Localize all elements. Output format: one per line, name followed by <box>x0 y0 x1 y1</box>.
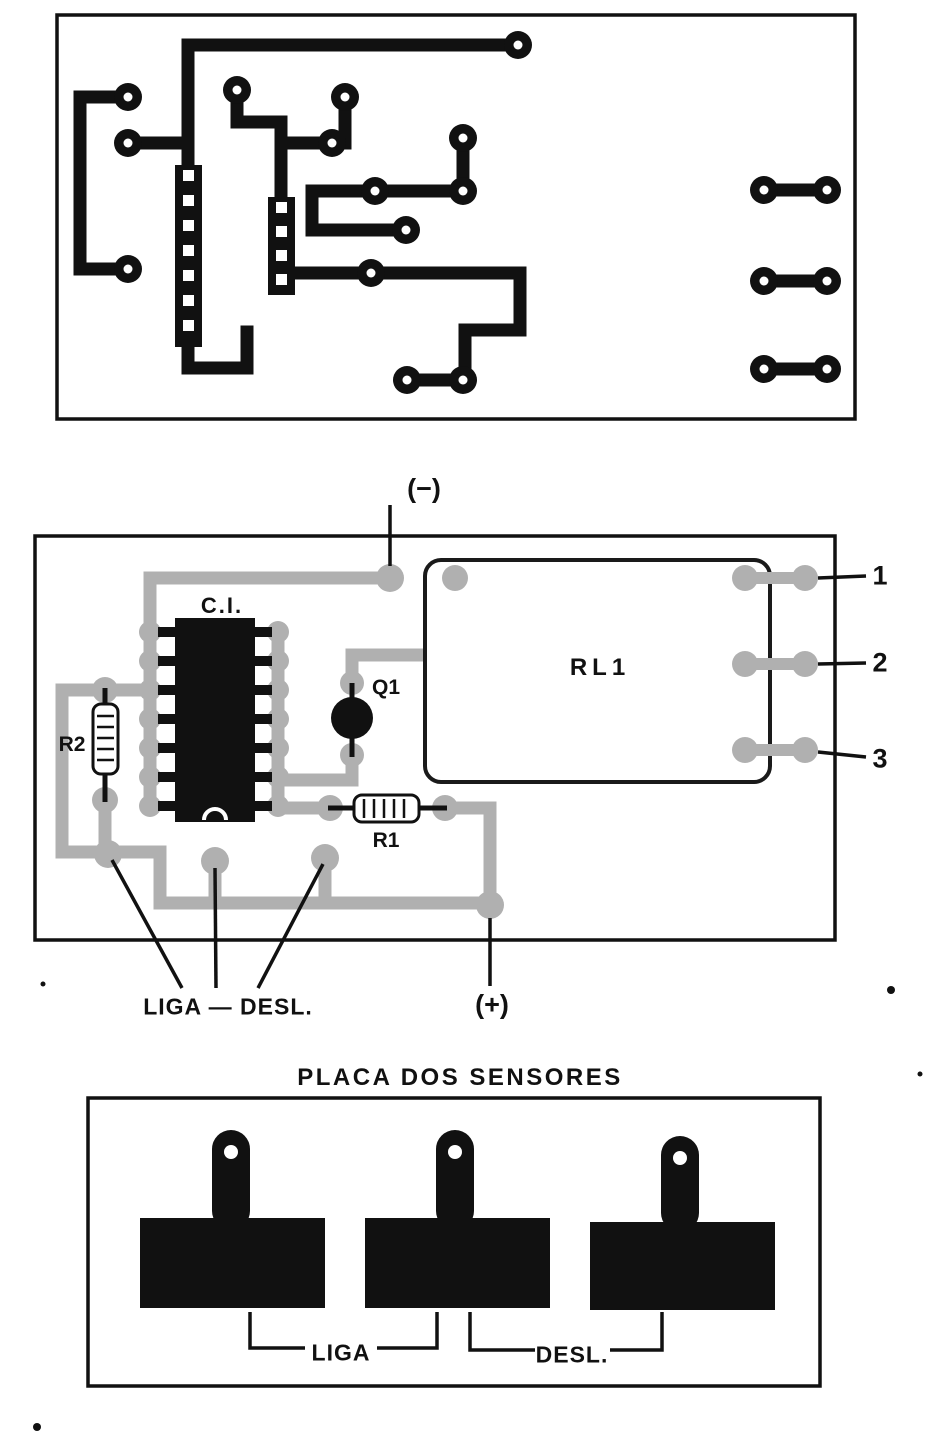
liga-desl-leader-line-2 <box>213 867 218 989</box>
q1-label: Q1 <box>371 676 401 699</box>
r2-label: R2 <box>58 733 86 756</box>
ic-pad-bar-left <box>175 165 202 347</box>
terminal-2-leader-line <box>817 661 867 666</box>
r1-label: R1 <box>372 829 400 852</box>
relay-terminal-pads <box>442 565 818 763</box>
terminal-3-leader-line <box>817 750 867 759</box>
sensor-1-hole <box>224 1145 238 1159</box>
sensor-board-title: PLACA DOS SENSORES <box>297 1064 623 1091</box>
terminal-1-leader-line <box>817 574 867 580</box>
leader-lines <box>110 505 867 989</box>
relay-label: RL1 <box>569 654 631 681</box>
sensor-2-hole <box>448 1145 462 1159</box>
plus-terminal-label: (+) <box>475 989 509 1020</box>
relay-rl1-outline <box>423 558 772 784</box>
desl-label: DESL. <box>535 1341 609 1368</box>
halftone-pads <box>92 564 504 919</box>
sensor-pad-3 <box>590 1136 775 1310</box>
liga-desl-label: LIGA — DESL. <box>143 993 313 1020</box>
sensor-board <box>86 1096 822 1388</box>
liga-bracket <box>248 1312 439 1350</box>
terminal-2-label: 2 <box>872 647 888 678</box>
print-speckles <box>33 981 923 1431</box>
transistor-q1 <box>331 683 373 757</box>
copper-traces <box>73 38 834 387</box>
ic-notch <box>202 807 228 821</box>
desl-bracket <box>468 1312 664 1352</box>
sensor-3-hole <box>673 1151 687 1165</box>
resistor-r2 <box>91 688 120 802</box>
sensor-pad-1 <box>140 1130 325 1308</box>
resistor-r1 <box>328 793 447 824</box>
ic-pad-bar-right <box>268 197 295 295</box>
minus-terminal-label: (−) <box>407 473 441 504</box>
terminal-3-label: 3 <box>872 743 888 774</box>
liga-desl-leader-line-3 <box>256 863 325 989</box>
copper-trace-board <box>55 13 857 421</box>
pad-holes <box>123 40 832 385</box>
ic-label: C.I. <box>200 593 244 618</box>
liga-desl-leader-line-1 <box>110 859 184 989</box>
liga-label: LIGA <box>311 1339 371 1366</box>
sensor-pad-2 <box>365 1130 550 1308</box>
component-board <box>33 505 867 989</box>
terminal-1-label: 1 <box>872 560 888 591</box>
ic-chip <box>158 618 272 822</box>
